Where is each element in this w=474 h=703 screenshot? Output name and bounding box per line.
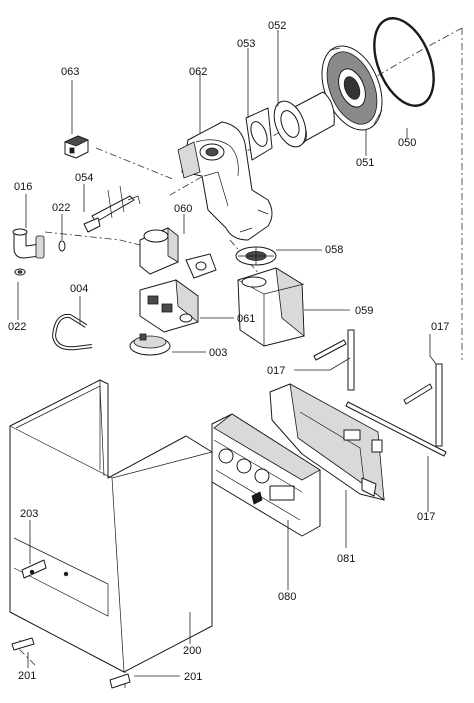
- washer-022[interactable]: [58, 240, 66, 252]
- label-201-left: 201: [18, 670, 36, 682]
- label-022-bottom: 022: [8, 321, 26, 333]
- label-017-mid: 017: [267, 365, 285, 377]
- label-022-top: 022: [52, 202, 70, 214]
- burner-head-051[interactable]: [310, 37, 393, 139]
- part-labels: 050 051 052 053 063 062 054 016 022 060 …: [8, 20, 449, 683]
- clip-201-bottom[interactable]: [109, 673, 131, 689]
- label-063: 063: [61, 66, 79, 78]
- electrode-054[interactable]: [83, 185, 141, 233]
- hose-004[interactable]: [51, 313, 93, 351]
- clip-201-left[interactable]: [11, 637, 35, 651]
- label-062: 062: [189, 66, 207, 78]
- label-017-right: 017: [417, 511, 435, 523]
- label-059: 059: [355, 305, 373, 317]
- control-housing-081[interactable]: [269, 383, 385, 501]
- ignition-unit-060[interactable]: [139, 227, 217, 279]
- label-058: 058: [325, 244, 343, 256]
- label-053: 053: [237, 38, 255, 50]
- leader-lines: [17, 30, 437, 677]
- control-panel-080[interactable]: [211, 413, 321, 537]
- label-016: 016: [14, 181, 32, 193]
- label-003: 003: [209, 347, 227, 359]
- label-200: 200: [183, 645, 201, 657]
- connector-063[interactable]: [63, 135, 89, 159]
- label-051: 051: [356, 157, 374, 169]
- label-054: 054: [75, 172, 93, 184]
- rods-017[interactable]: [313, 329, 447, 457]
- label-050: 050: [398, 137, 416, 149]
- label-004: 004: [70, 283, 88, 295]
- gas-valve-061[interactable]: [139, 279, 199, 333]
- pressure-switch-003[interactable]: [129, 333, 171, 356]
- fan-motor-059[interactable]: [237, 267, 305, 347]
- fan-housing-062[interactable]: [177, 121, 273, 241]
- bracket-203[interactable]: [21, 559, 69, 579]
- gasket-ring-050[interactable]: [363, 10, 446, 115]
- burner-tube-052[interactable]: [268, 91, 335, 151]
- label-060: 060: [174, 203, 192, 215]
- fan-wheel-058[interactable]: [235, 246, 277, 266]
- label-203: 203: [20, 508, 38, 520]
- label-081: 081: [337, 553, 355, 565]
- gas-elbow-016[interactable]: [12, 228, 45, 276]
- gasket-053[interactable]: [245, 107, 273, 161]
- label-080: 080: [278, 591, 296, 603]
- label-061: 061: [237, 313, 255, 325]
- casing-200[interactable]: [9, 379, 213, 673]
- label-201-right: 201: [184, 671, 202, 683]
- label-052: 052: [268, 20, 286, 32]
- label-017-top: 017: [431, 321, 449, 333]
